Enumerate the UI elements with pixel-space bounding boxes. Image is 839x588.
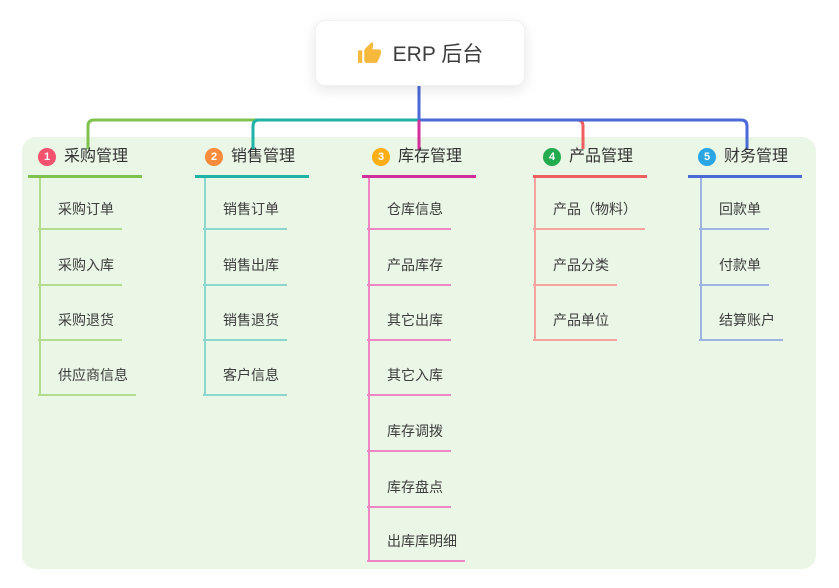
- root-label: ERP 后台: [392, 43, 484, 66]
- branch-label: 采购管理: [64, 148, 129, 165]
- branch-number-badge: 3: [372, 148, 390, 166]
- leaf-node[interactable]: 库存盘点: [367, 477, 451, 508]
- branch-node-purchase[interactable]: 1 采购管理: [28, 146, 143, 178]
- leaf-node[interactable]: 产品（物料）: [533, 199, 645, 230]
- branch-node-inventory[interactable]: 3 库存管理: [362, 146, 477, 178]
- branch-number-badge: 4: [543, 148, 561, 166]
- thumbs-up-icon: [357, 41, 381, 63]
- branch-node-sales[interactable]: 2 销售管理: [195, 146, 310, 178]
- leaf-node[interactable]: 采购退货: [38, 310, 122, 341]
- leaf-node[interactable]: 出库库明细: [367, 531, 465, 562]
- branch-node-finance[interactable]: 5 财务管理: [688, 146, 803, 178]
- branch-number-badge: 5: [698, 148, 716, 166]
- leaf-node[interactable]: 销售出库: [203, 255, 287, 286]
- leaf-node[interactable]: 销售退货: [203, 310, 287, 341]
- leaf-node[interactable]: 产品库存: [367, 255, 451, 286]
- leaf-node[interactable]: 采购订单: [38, 199, 122, 230]
- root-node[interactable]: ERP 后台: [315, 20, 525, 86]
- leaf-node[interactable]: 仓库信息: [367, 199, 451, 230]
- leaf-node[interactable]: 其它入库: [367, 365, 451, 396]
- leaf-node[interactable]: 结算账户: [699, 310, 783, 341]
- leaf-node[interactable]: 供应商信息: [38, 365, 136, 396]
- branch-panel: [22, 137, 816, 569]
- branch-label: 财务管理: [724, 148, 789, 165]
- leaf-node[interactable]: 采购入库: [38, 255, 122, 286]
- leaf-node[interactable]: 其它出库: [367, 310, 451, 341]
- leaf-node[interactable]: 付款单: [699, 255, 769, 286]
- leaf-node[interactable]: 产品分类: [533, 255, 617, 286]
- leaf-node[interactable]: 销售订单: [203, 199, 287, 230]
- leaf-node[interactable]: 回款单: [699, 199, 769, 230]
- branch-number-badge: 2: [205, 148, 223, 166]
- branch-label: 库存管理: [398, 148, 463, 165]
- leaf-node[interactable]: 库存调拨: [367, 421, 451, 452]
- branch-number-badge: 1: [38, 148, 56, 166]
- branch-label: 销售管理: [231, 148, 296, 165]
- leaf-node[interactable]: 客户信息: [203, 365, 287, 396]
- leaf-node[interactable]: 产品单位: [533, 310, 617, 341]
- branch-node-product[interactable]: 4 产品管理: [533, 146, 648, 178]
- branch-label: 产品管理: [569, 148, 634, 165]
